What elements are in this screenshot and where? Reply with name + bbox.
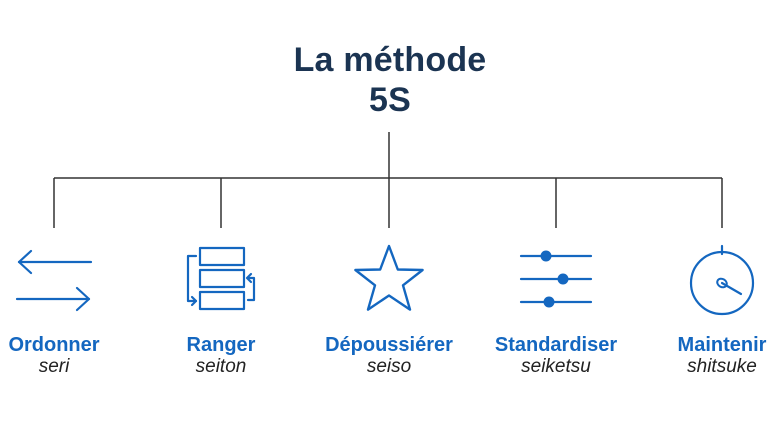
step-japanese-term: seiso (366, 356, 412, 377)
sliders-icon (519, 250, 593, 308)
diagram-title: La méthode 5S (0, 40, 780, 120)
step-depoussierer: Dépoussiérer seiso (309, 238, 469, 378)
stacked-boxes-icon (186, 246, 256, 311)
star-icon (354, 244, 424, 311)
step-label: Dépoussiérer (325, 334, 453, 356)
step-label: Maintenir (677, 334, 767, 356)
step-japanese-term: seiton (195, 356, 247, 377)
gauge-icon (689, 244, 755, 316)
step-japanese-term: shitsuke (687, 356, 757, 377)
step-standardiser: Standardiser seiketsu (476, 238, 636, 378)
step-label: Standardiser (494, 334, 618, 356)
step-japanese-term: seiketsu (521, 356, 591, 377)
step-ranger: Ranger seiton (141, 238, 301, 378)
title-line-1: La méthode (293, 41, 487, 79)
arrows-left-right-icon (15, 249, 93, 312)
step-japanese-term: seri (38, 356, 70, 377)
step-ordonner: Ordonner seri (0, 238, 134, 378)
step-label: Ordonner (8, 334, 100, 356)
title-line-2: 5S (369, 81, 411, 119)
step-label: Ranger (186, 334, 256, 356)
step-maintenir: Maintenir shitsuke (642, 238, 780, 378)
